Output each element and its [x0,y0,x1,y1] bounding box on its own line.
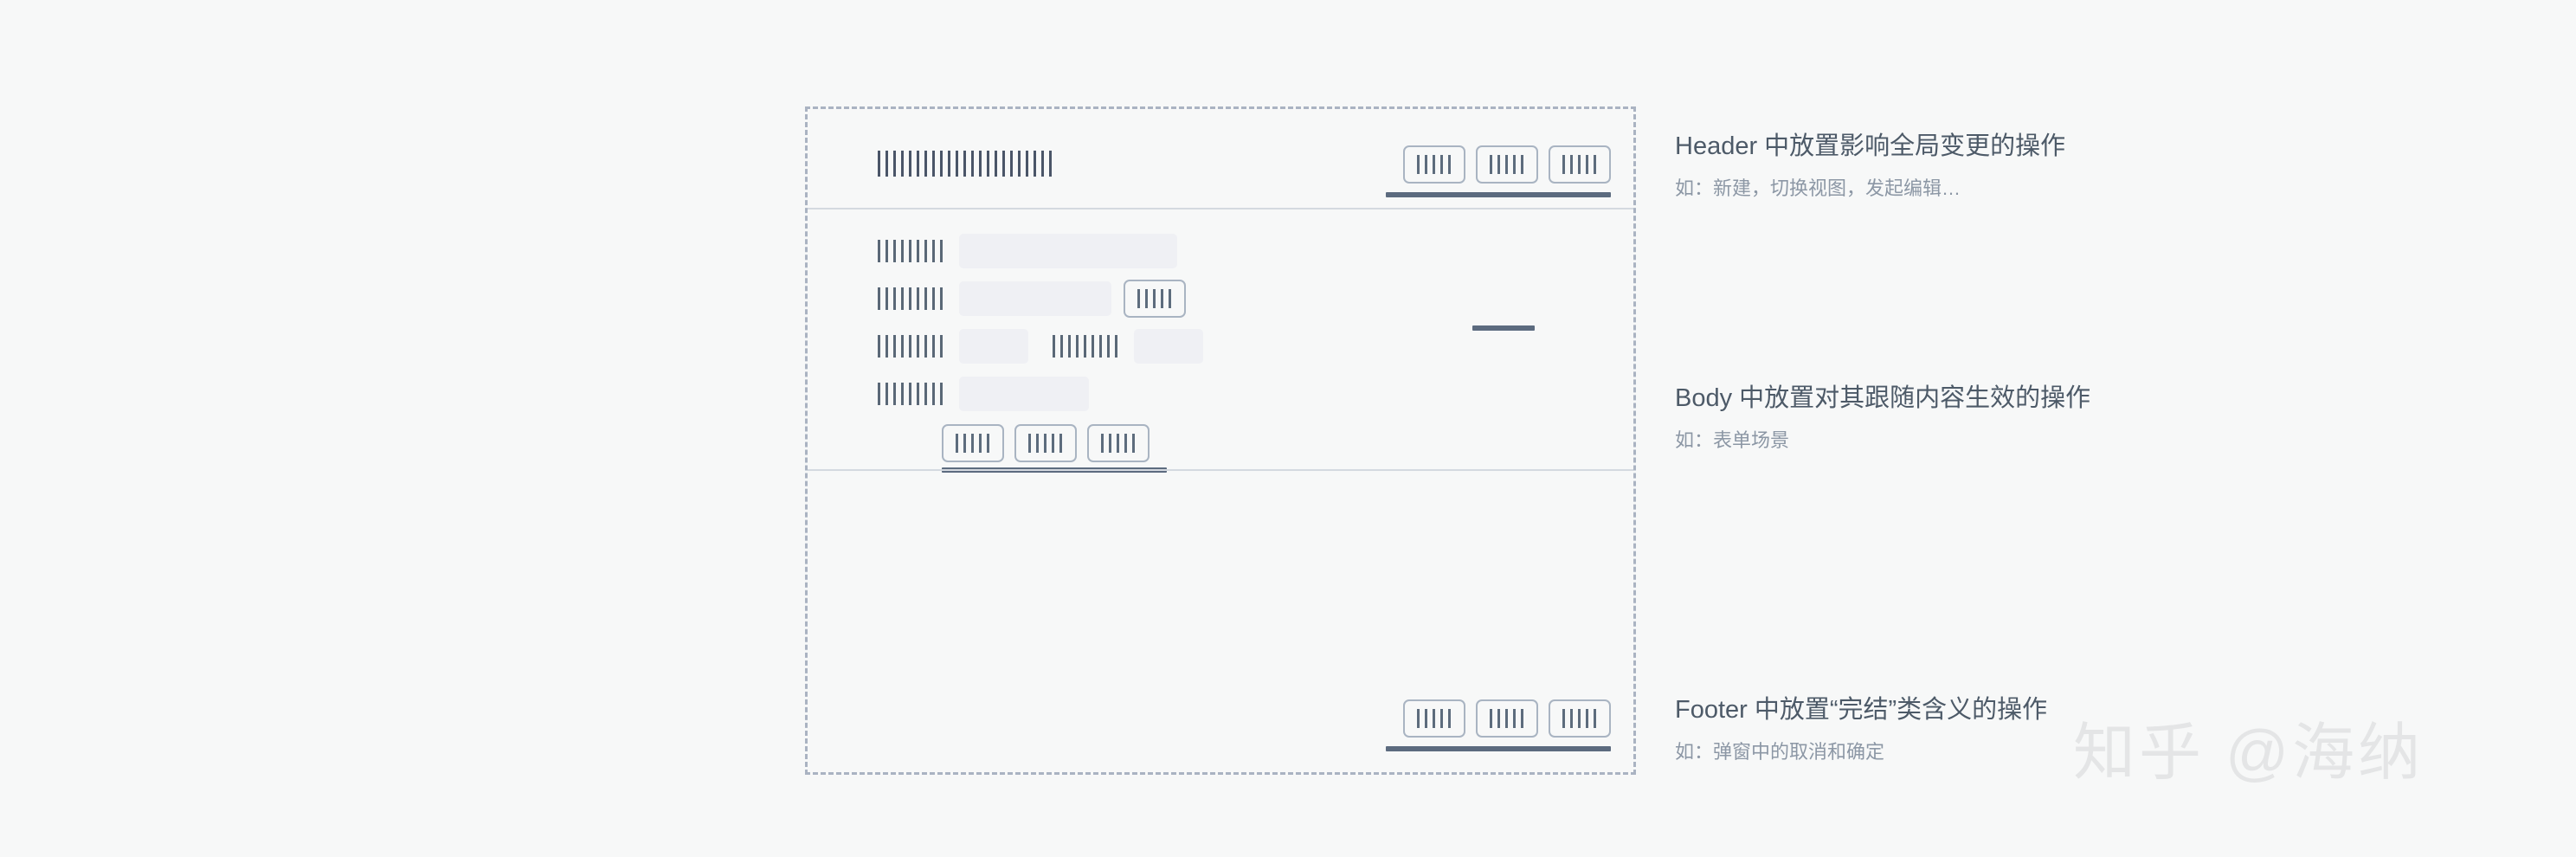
footer-emphasis-underline [1386,746,1611,751]
body-action-button-3[interactable] [1087,424,1150,462]
wireframe-container [805,106,1636,775]
body-action-button-1-label [956,434,990,453]
form-row-4-input[interactable] [959,377,1089,411]
form-row-1-input[interactable] [959,234,1177,268]
header-title-placeholder [878,151,1055,177]
header-button-1-label [1417,155,1452,174]
annotation-header-subtitle: 如：新建，切换视图，发起编辑… [1675,177,1961,200]
body-action-button-3-label [1101,434,1136,453]
body-row-2-emphasis-underline [1472,325,1535,331]
footer-button-1[interactable] [1403,699,1465,738]
header-divider [808,208,1633,209]
footer-button-1-label [1417,709,1452,728]
footer-button-3[interactable] [1549,699,1611,738]
form-row-4-label [878,383,945,405]
form-row-2 [808,280,1633,318]
header-button-2[interactable] [1476,145,1538,184]
footer-button-3-label [1562,709,1597,728]
body-footer-divider [808,469,1633,471]
form-row-1 [808,234,1633,268]
watermark: 知乎 @海纳 [2073,718,2425,788]
body-action-button-2-label [1028,434,1063,453]
body-action-button-2[interactable] [1014,424,1077,462]
footer-button-2[interactable] [1476,699,1538,738]
form-row-3 [808,329,1633,364]
header-actions-group [1403,145,1611,184]
body-action-button-1[interactable] [942,424,1004,462]
footer-region [808,677,1633,772]
form-row-2-button-label [1137,289,1172,308]
annotation-footer: Footer 中放置“完结”类含义的操作 如：弹窗中的取消和确定 [1675,693,2047,766]
header-button-3[interactable] [1549,145,1611,184]
annotation-body-title: Body 中放置对其跟随内容生效的操作 [1675,384,2091,412]
form-row-3-label-b [1053,335,1120,358]
footer-actions-group [1403,699,1611,738]
annotation-header: Header 中放置影响全局变更的操作 如：新建，切换视图，发起编辑… [1675,130,2065,203]
form-row-2-input[interactable] [959,281,1111,316]
form-row-3-input-a[interactable] [959,329,1028,364]
form-row-2-label [878,287,945,310]
header-region [808,109,1633,209]
header-button-2-label [1490,155,1524,174]
annotation-footer-subtitle: 如：弹窗中的取消和确定 [1675,741,1885,764]
form-row-2-button[interactable] [1124,280,1186,318]
form-row-4 [808,377,1633,411]
form-row-3-input-b[interactable] [1134,329,1203,364]
body-region [808,209,1633,677]
footer-button-2-label [1490,709,1524,728]
body-actions-group [942,424,1150,462]
annotation-footer-title: Footer 中放置“完结”类含义的操作 [1675,696,2048,724]
annotation-header-title: Header 中放置影响全局变更的操作 [1675,132,2066,160]
header-button-1[interactable] [1403,145,1465,184]
annotation-body-subtitle: 如：表单场景 [1675,429,1790,452]
annotation-body: Body 中放置对其跟随内容生效的操作 如：表单场景 [1675,382,2090,454]
header-emphasis-underline [1386,192,1611,197]
header-button-3-label [1562,155,1597,174]
form-row-3-label-a [878,335,945,358]
form-row-1-label [878,240,945,262]
